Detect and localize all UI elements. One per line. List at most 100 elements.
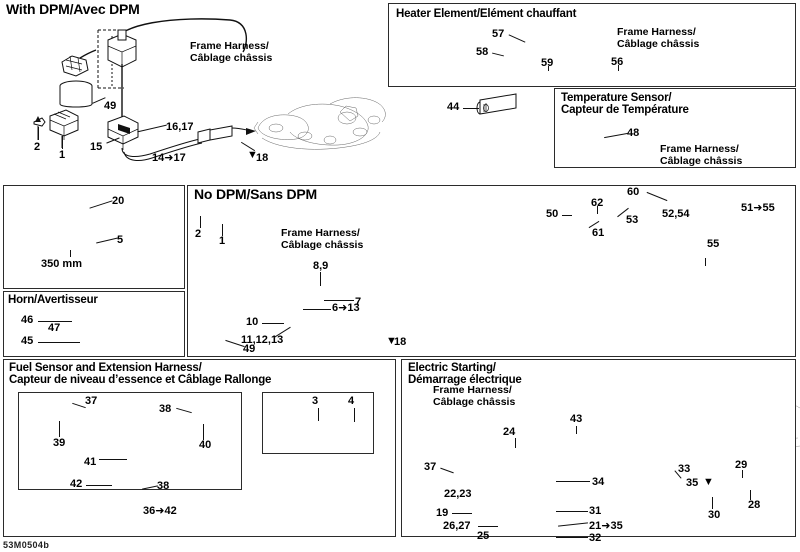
frame-harness-label-heater: Frame Harness/ Câblage châssis bbox=[617, 26, 700, 50]
callout-fuel-39: 39 bbox=[53, 437, 66, 449]
callout-nodpm-1: 1 bbox=[219, 235, 226, 247]
callout-horn-46: 46 bbox=[21, 314, 34, 326]
leader-es-43 bbox=[576, 426, 577, 434]
leader-44 bbox=[463, 108, 479, 109]
callout-with-dpm-1: 1 bbox=[59, 149, 66, 161]
leader-fuel-39 bbox=[59, 421, 60, 437]
callout-nodpm-50: 50 bbox=[546, 208, 559, 220]
callout-nodpm-2: 2 bbox=[195, 228, 202, 240]
leader-fuel-4 bbox=[354, 408, 355, 422]
callout-with-dpm-15: 15 bbox=[90, 141, 103, 153]
leader-fuel-3 bbox=[318, 408, 319, 421]
panel-horn bbox=[3, 291, 185, 357]
callout-es-32: 32 bbox=[589, 532, 602, 544]
callout-5: 5 bbox=[117, 234, 124, 246]
callout-heater-57: 57 bbox=[492, 28, 505, 40]
callout-horn-47: 47 bbox=[48, 322, 61, 334]
panel-title-no-dpm: No DPM/Sans DPM bbox=[194, 186, 318, 202]
leader-nodpm-10 bbox=[262, 323, 284, 324]
dimension-350mm: 350 mm bbox=[41, 258, 82, 270]
callout-horn-45: 45 bbox=[21, 335, 34, 347]
panel-title-fuel-sensor: Fuel Sensor and Extension Harness/ Capte… bbox=[9, 362, 272, 387]
panel-no-dpm bbox=[187, 185, 796, 357]
leader-1 bbox=[62, 136, 63, 149]
callout-44: 44 bbox=[447, 101, 460, 113]
callout-nodpm-52-54: 52,54 bbox=[662, 208, 690, 220]
callout-fuel-42: 42 bbox=[70, 478, 83, 490]
callout-fuel-4: 4 bbox=[348, 395, 355, 407]
panel-title-electric-starting: Electric Starting/ Démarrage électrique bbox=[408, 362, 522, 387]
leader-es-26-27 bbox=[478, 526, 498, 527]
callout-nodpm-7: 7 bbox=[355, 296, 362, 308]
leader-46 bbox=[38, 321, 72, 322]
panel-title-temperature-sensor: Temperature Sensor/ Capteur de Températu… bbox=[561, 92, 689, 117]
callout-es-26-27: 26,27 bbox=[443, 520, 471, 532]
leader-es-19 bbox=[452, 513, 472, 514]
callout-with-dpm-49: 49 bbox=[104, 100, 117, 112]
callout-es-22-23: 22,23 bbox=[444, 488, 472, 500]
callout-fuel-38-bottom: 38 bbox=[157, 480, 170, 492]
leader-es-32 bbox=[556, 537, 588, 538]
callout-with-dpm-14-17: 14➜17 bbox=[152, 152, 186, 164]
leader-nodpm-2 bbox=[200, 216, 201, 228]
callout-nodpm-49: 49 bbox=[243, 343, 256, 355]
subpanel-fuel-harness bbox=[18, 392, 242, 490]
callout-es-28: 28 bbox=[748, 499, 761, 511]
callout-fuel-37: 37 bbox=[85, 395, 98, 407]
callout-es-19: 19 bbox=[436, 507, 449, 519]
callout-nodpm-6-13: 6➜13 bbox=[332, 302, 360, 314]
callout-nodpm-55: 55 bbox=[707, 238, 720, 250]
callout-es-30: 30 bbox=[708, 509, 721, 521]
leader-nodpm-7 bbox=[324, 300, 354, 301]
panel-title-horn: Horn/Avertisseur bbox=[8, 294, 98, 306]
callout-es-37: 37 bbox=[424, 461, 437, 473]
leader-fuel-40 bbox=[203, 424, 204, 440]
callout-fuel-3: 3 bbox=[312, 395, 319, 407]
panel-heater-element bbox=[388, 3, 796, 87]
bolt-marker-nodpm-18: ▼ bbox=[386, 335, 397, 347]
callout-with-dpm-2: 2 bbox=[34, 141, 41, 153]
callout-temp-48: 48 bbox=[627, 127, 640, 139]
callout-heater-58: 58 bbox=[476, 46, 489, 58]
leader-2 bbox=[38, 127, 39, 140]
leader-nodpm-55 bbox=[705, 258, 706, 266]
callout-with-dpm-16-17: 16,17 bbox=[166, 121, 194, 133]
panel-title-with-dpm: With DPM/Avec DPM bbox=[6, 1, 140, 17]
callout-es-25: 25 bbox=[477, 530, 490, 542]
callout-es-29: 29 bbox=[735, 459, 748, 471]
frame-harness-label-with-dpm: Frame Harness/ Câblage châssis bbox=[190, 40, 273, 64]
frame-harness-label-temp: Frame Harness/ Câblage châssis bbox=[660, 143, 743, 167]
leader-59 bbox=[548, 66, 549, 71]
leader-nodpm-6-13 bbox=[303, 309, 331, 310]
leader-nodpm-1 bbox=[222, 224, 223, 236]
panel-temperature-sensor bbox=[554, 88, 796, 168]
callout-nodpm-8-9: 8,9 bbox=[313, 260, 329, 272]
callout-es-31: 31 bbox=[589, 505, 602, 517]
callout-es-24: 24 bbox=[503, 426, 516, 438]
panel-title-heater-element: Heater Element/Elément chauffant bbox=[396, 8, 577, 20]
callout-fuel-36-42: 36➜42 bbox=[143, 505, 177, 517]
subpanel-fuel-cap-inset bbox=[262, 392, 374, 454]
callout-heater-59: 59 bbox=[541, 57, 554, 69]
panel-fasteners bbox=[3, 185, 185, 289]
callout-heater-56: 56 bbox=[611, 56, 624, 68]
callout-nodpm-60: 60 bbox=[627, 186, 640, 198]
leader-es-30 bbox=[712, 497, 713, 509]
callout-es-21-35: 21➜35 bbox=[589, 520, 623, 532]
panel-electric-starting bbox=[401, 359, 796, 537]
sheet-footer-code: 53M0504b bbox=[3, 540, 50, 550]
leader-es-34 bbox=[556, 481, 590, 482]
callout-fuel-38-top: 38 bbox=[159, 403, 172, 415]
callout-nodpm-51-55: 51➜55 bbox=[741, 202, 775, 214]
leader-nodpm-50 bbox=[562, 215, 572, 216]
callout-fuel-41: 41 bbox=[84, 456, 97, 468]
callout-nodpm-61: 61 bbox=[592, 227, 605, 239]
leader-45 bbox=[38, 342, 80, 343]
leader-es-29 bbox=[742, 470, 743, 478]
callout-nodpm-53: 53 bbox=[626, 214, 639, 226]
leader-fuel-41 bbox=[99, 459, 127, 460]
leader-es-28 bbox=[750, 490, 751, 500]
bolt-marker-18: ▼ bbox=[247, 149, 258, 161]
callout-fuel-40: 40 bbox=[199, 439, 212, 451]
